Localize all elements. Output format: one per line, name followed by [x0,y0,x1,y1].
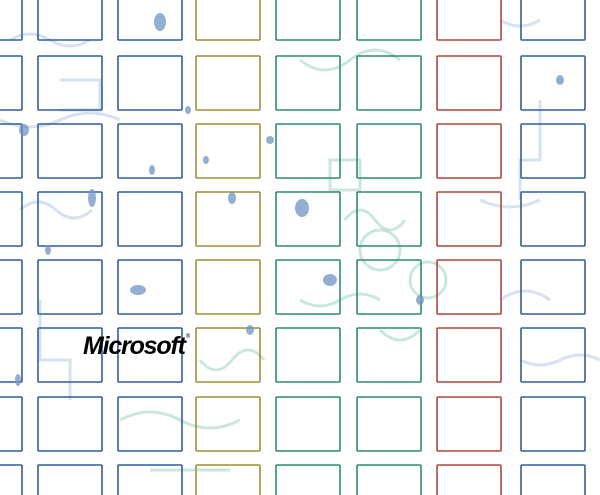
grid-tile [520,0,586,41]
grid-tile [117,327,183,383]
grid-tile [37,191,103,247]
circuit-trace [299,48,407,308]
grid-tile [117,0,183,41]
grid-tile [195,396,261,452]
circuit-trace [119,348,266,472]
grid-tile [37,464,103,495]
grid-tile [275,396,341,452]
paint-splash [15,374,21,386]
grid-tile [520,327,586,383]
paint-splash [149,165,155,175]
logo-wordmark: Microsoft [83,332,186,360]
grid-tile [195,191,261,247]
grid-tile [520,123,586,179]
paint-splash [416,295,424,305]
grid-tile [37,0,103,41]
grid-tile [195,259,261,315]
paint-splash [295,199,309,217]
grid-tile [0,55,23,111]
grid-tile [0,259,23,315]
grid-tile [195,327,261,383]
grid-tile [275,464,341,495]
grid-tile [356,191,422,247]
grid-tile [0,0,23,41]
grid-tile [117,396,183,452]
grid-tile [275,0,341,41]
grid-tile [275,327,341,383]
grid-tile [436,259,502,315]
paint-splash [203,156,209,164]
grid-tile [195,123,261,179]
grid-tile [37,259,103,315]
circuit-trace [358,228,448,342]
grid-tile [195,464,261,495]
grid-tile [520,464,586,495]
grid-tile [37,55,103,111]
grid-tile [195,55,261,111]
paint-splash [266,136,274,144]
paint-splash [185,106,191,114]
paint-splash [154,13,166,31]
grid-tile [356,123,422,179]
grid-tile [37,327,103,383]
paint-splash [45,245,51,255]
grid-tile [117,191,183,247]
grid-tile [520,55,586,111]
grid-tile [356,55,422,111]
paint-splash [130,285,146,295]
grid-tile [436,0,502,41]
grid-tile [0,464,23,495]
grid-tile [520,191,586,247]
grid-tile [436,55,502,111]
grid-tile [436,327,502,383]
grid-tile [117,55,183,111]
grid-tile [436,396,502,452]
trademark-mark: ® [185,334,191,340]
grid-tile [356,396,422,452]
grid-tile [356,327,422,383]
grid-tile [436,123,502,179]
grid-tile [0,396,23,452]
paint-splash [228,192,236,204]
grid-tile [275,259,341,315]
grid-tile [356,259,422,315]
grid-tile [275,123,341,179]
grid-tile [436,464,502,495]
grid-tile [520,259,586,315]
grid-tile [195,0,261,41]
grid-tile [275,191,341,247]
grid-tile [117,259,183,315]
grid-tile [356,464,422,495]
grid-tile [117,123,183,179]
grid-tile [37,396,103,452]
grid-tile [520,396,586,452]
paint-splash [19,124,29,136]
paint-splash [556,75,564,85]
grid-tile [275,55,341,111]
grid-tile [0,327,23,383]
grid-tile [117,464,183,495]
grid-tile [0,191,23,247]
paint-splash [88,189,96,207]
grid-tile [356,0,422,41]
paint-splash [323,274,337,286]
grid-tile [37,123,103,179]
grid-tile [436,191,502,247]
grid-tile [0,123,23,179]
microsoft-logo: Microsoft® [83,332,191,360]
circuit-trace [479,100,600,367]
paint-splash [246,325,254,335]
